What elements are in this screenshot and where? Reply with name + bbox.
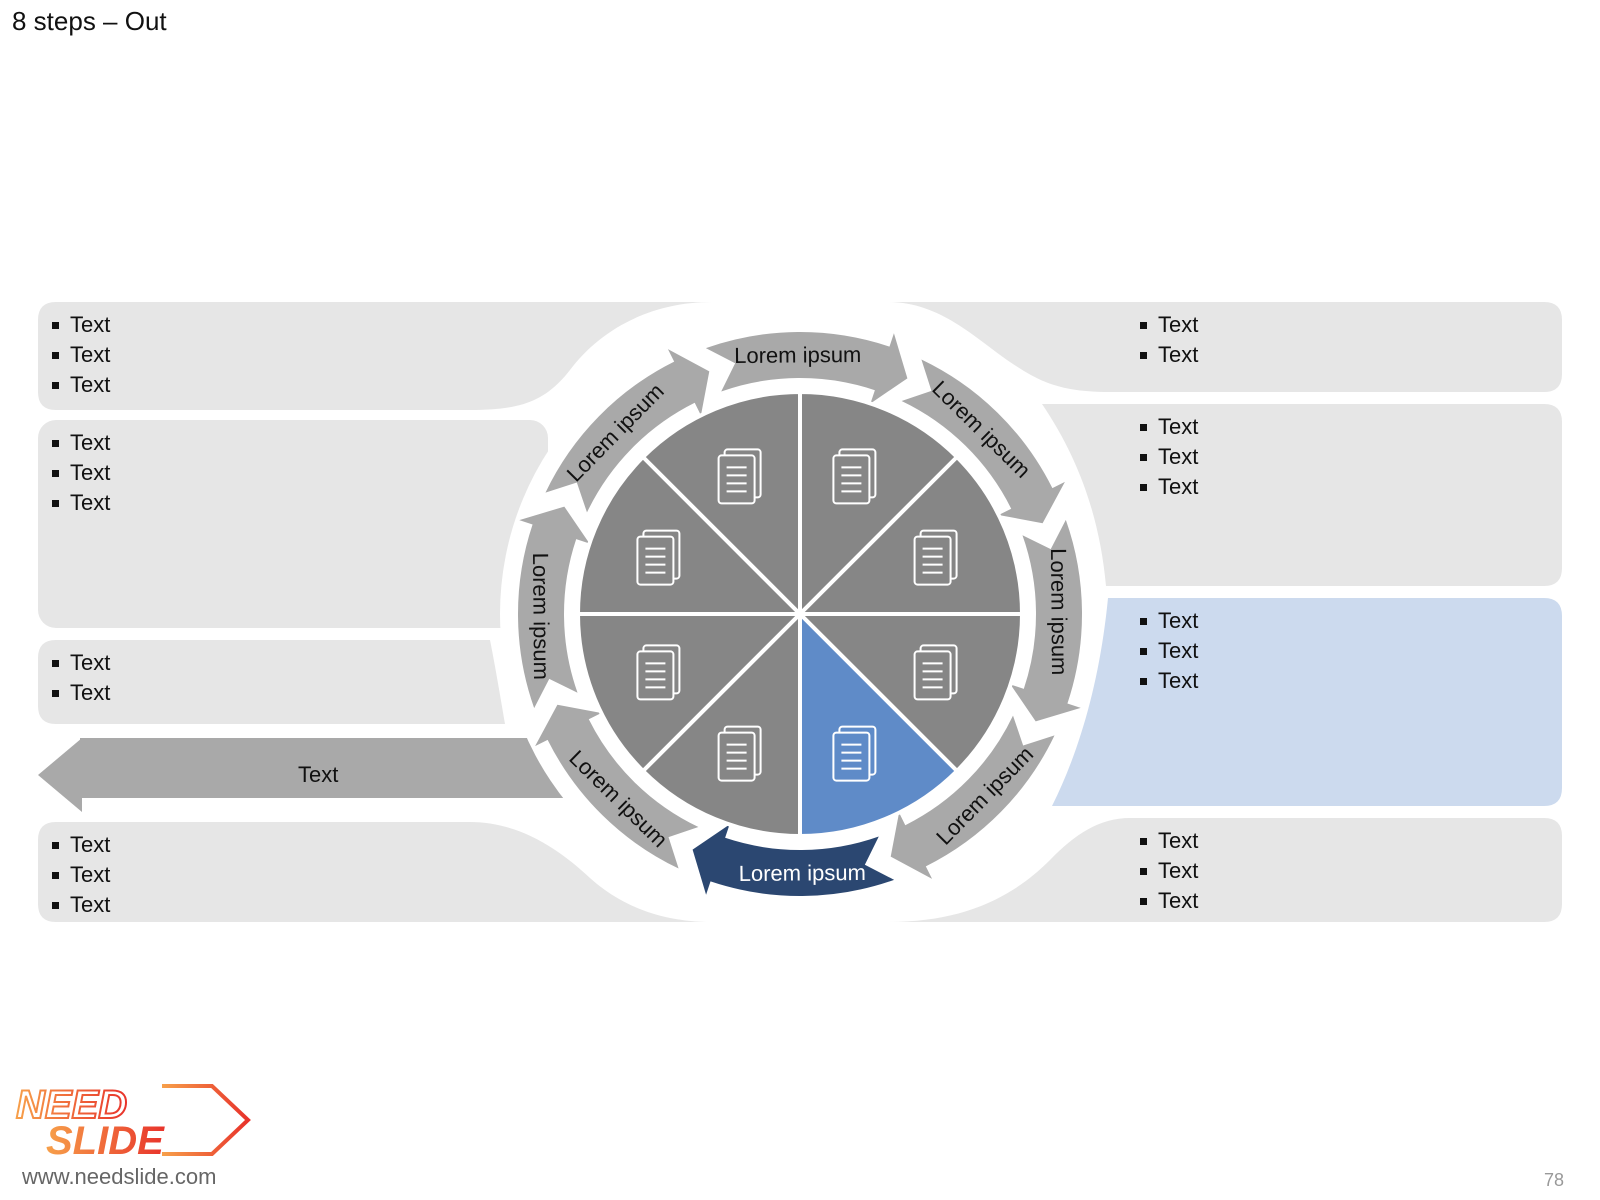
panel-right-mid-bg — [1042, 404, 1562, 586]
bullet-item: Text — [1140, 826, 1526, 856]
panel-left-bottom-bg — [38, 822, 712, 922]
logo-line2: SLIDE — [46, 1119, 165, 1163]
step-arrow-label: Lorem ipsum — [528, 553, 554, 680]
step-arrow-1 — [705, 332, 908, 404]
bullet-item: Text — [1140, 636, 1526, 666]
step-arrow-label: Lorem ipsum — [734, 342, 861, 368]
panel-left-low-bg — [38, 640, 505, 724]
segment-5 — [640, 609, 802, 839]
segment-6 — [575, 612, 805, 774]
step-arrow-6 — [535, 704, 699, 869]
bullet-item: Text — [1140, 310, 1526, 340]
step-arrow-3 — [1010, 519, 1082, 722]
bullet-item: Text — [1140, 886, 1526, 916]
form-document-icon — [717, 725, 762, 782]
segment-3 — [795, 612, 1025, 774]
bullet-item: Text — [1140, 856, 1526, 886]
bullet-item: Text — [52, 340, 538, 370]
step-arrow-label: Lorem ipsum — [739, 860, 866, 886]
logo-line1: NEED — [16, 1084, 127, 1127]
bullet-item: Text — [1140, 666, 1526, 696]
line-chart-icon — [636, 529, 681, 586]
bullet-item: Text — [52, 890, 538, 920]
panel-right-top-bg — [888, 302, 1562, 392]
bullet-item: Text — [1140, 412, 1526, 442]
needslide-logo: NEED SLIDE — [12, 1082, 252, 1169]
step-arrow-5 — [692, 824, 895, 896]
step-arrow-4 — [890, 715, 1055, 879]
panel-left-mid-bg — [38, 420, 548, 628]
bullet-item: Text — [52, 488, 538, 518]
icon-layer — [636, 448, 958, 782]
bullet-item: Text — [1140, 340, 1526, 370]
document-timer-icon — [832, 448, 877, 505]
page-number: 78 — [1544, 1170, 1565, 1190]
bullet-item: Text — [1140, 472, 1526, 502]
arrow-ring — [518, 332, 1082, 896]
footer-url: www.needslide.com — [22, 1164, 217, 1189]
bullet-item: Text — [1140, 442, 1526, 472]
panel-right-active-bg — [1052, 598, 1562, 806]
bullet-item: Text — [52, 370, 538, 400]
exit-arrow-label: Text — [298, 762, 339, 787]
step-arrow-7 — [518, 506, 590, 709]
segment-2 — [795, 454, 1025, 616]
segment-ring — [575, 389, 1025, 839]
logo-mark-icon: NEED SLIDE — [15, 1082, 251, 1163]
step-arrow-2 — [901, 359, 1065, 524]
panel-left-top-bg — [38, 302, 712, 410]
slide-title: 8 steps – Out — [12, 6, 167, 36]
report-chart-icon — [832, 725, 877, 782]
bullet-item: Text — [52, 830, 538, 860]
bullet-item: Text — [1140, 606, 1526, 636]
exit-arrow-head — [38, 738, 600, 812]
bullet-item: Text — [52, 428, 538, 458]
checklist-download-icon — [913, 644, 958, 701]
checklist-download-icon — [636, 644, 681, 701]
bullet-item: Text — [52, 648, 478, 678]
checklist-upload-icon — [717, 448, 762, 505]
battery-leaf-icon — [913, 529, 958, 586]
segment-7 — [575, 454, 805, 616]
bullet-item: Text — [52, 678, 478, 708]
bullet-item: Text — [52, 860, 538, 890]
panel-right-bottom-bg — [888, 818, 1562, 922]
bullet-item: Text — [52, 310, 538, 340]
step-arrow-label: Lorem ipsum — [1046, 548, 1072, 675]
step-arrow-8 — [545, 349, 710, 513]
bullet-item: Text — [52, 458, 538, 488]
segment-1 — [798, 389, 960, 619]
